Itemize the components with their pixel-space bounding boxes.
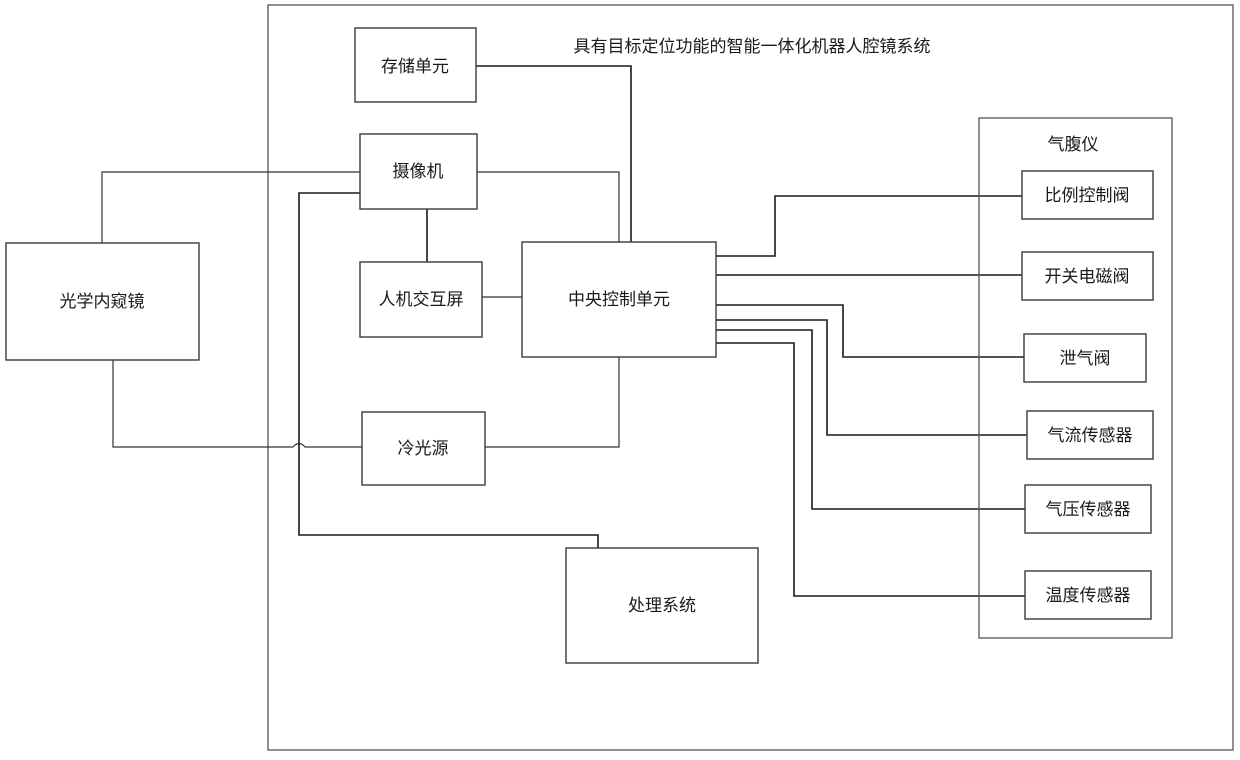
camera-label: 摄像机 (393, 162, 444, 182)
proportional-valve-node: 比例控制阀 (1022, 171, 1153, 219)
cold-light-node: 冷光源 (362, 412, 485, 485)
optical-scope-label: 光学内窥镜 (60, 292, 145, 312)
camera-node: 摄像机 (360, 134, 477, 209)
hmi-screen-label: 人机交互屏 (379, 290, 464, 310)
switch-solenoid-label: 开关电磁阀 (1045, 267, 1130, 287)
link-central-relief-valve (716, 305, 1024, 357)
proportional-valve-label: 比例控制阀 (1045, 186, 1130, 206)
link-central-coldlight (485, 357, 619, 447)
link-storage-central (476, 66, 631, 242)
temp-sensor-label: 温度传感器 (1046, 586, 1131, 606)
storage-unit-label: 存储单元 (381, 57, 449, 77)
central-control-node: 中央控制单元 (522, 242, 716, 357)
flow-sensor-node: 气流传感器 (1027, 411, 1153, 459)
optical-scope-node: 光学内窥镜 (6, 243, 199, 360)
link-camera-scope (102, 172, 360, 243)
link-camera-central (477, 172, 619, 242)
pressure-sensor-label: 气压传感器 (1046, 500, 1131, 520)
link-central-proportional-valve (716, 196, 1022, 256)
diagram-title: 具有目标定位功能的智能一体化机器人腔镜系统 (574, 37, 931, 57)
flow-sensor-label: 气流传感器 (1048, 426, 1133, 446)
hmi-screen-node: 人机交互屏 (360, 262, 482, 337)
link-central-flow-sensor (716, 320, 1027, 435)
temp-sensor-node: 温度传感器 (1025, 571, 1151, 619)
central-control-label: 中央控制单元 (568, 290, 670, 310)
link-scope-coldlight (113, 360, 362, 447)
processing-system-label: 处理系统 (628, 596, 696, 616)
relief-valve-label: 泄气阀 (1060, 349, 1111, 369)
pressure-sensor-node: 气压传感器 (1025, 485, 1151, 533)
processing-system-node: 处理系统 (566, 548, 758, 663)
insufflator-label: 气腹仪 (1048, 135, 1099, 155)
relief-valve-node: 泄气阀 (1024, 334, 1146, 382)
cold-light-label: 冷光源 (398, 439, 449, 459)
switch-solenoid-node: 开关电磁阀 (1022, 252, 1153, 300)
storage-unit-node: 存储单元 (355, 28, 476, 102)
